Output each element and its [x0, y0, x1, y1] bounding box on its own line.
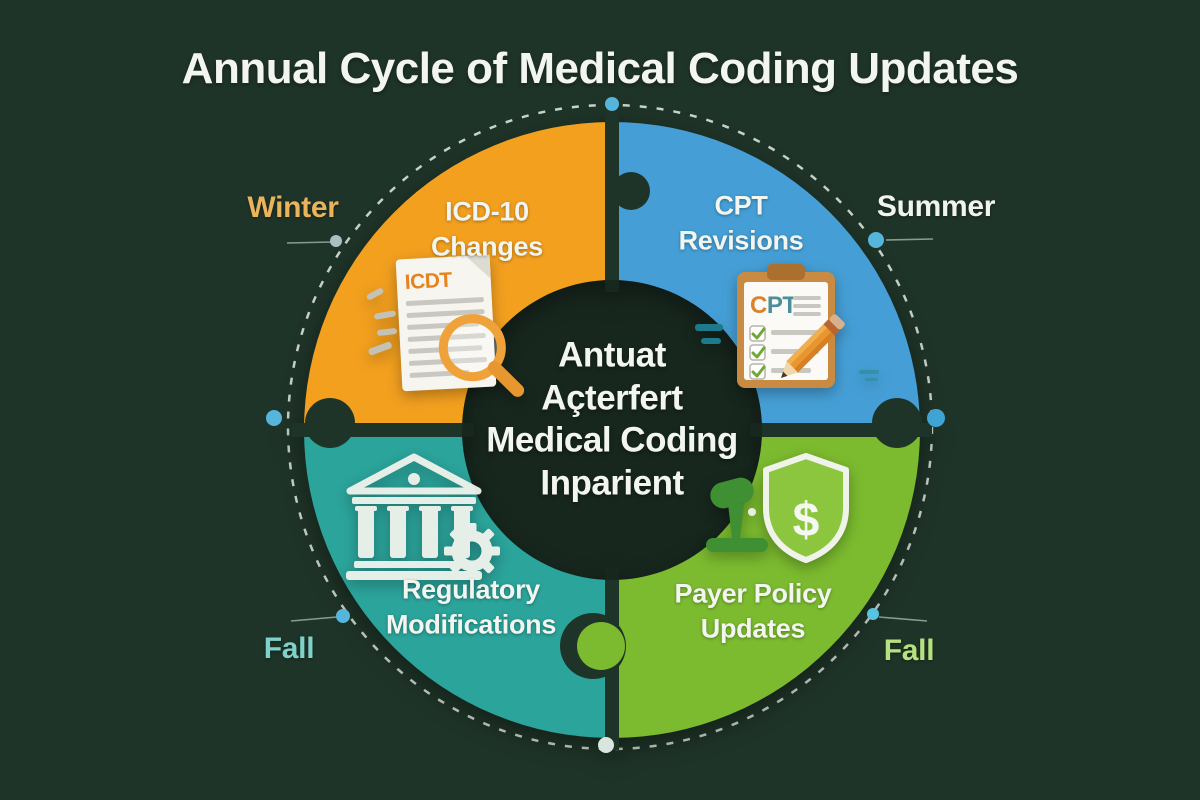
center-line: Açterfert [541, 378, 683, 418]
winter-dot [330, 235, 342, 247]
shield-shape [763, 453, 849, 563]
magnifier-handle [487, 361, 525, 397]
orbit-dot-bottom [598, 737, 614, 753]
quadrant-label-regulatory: Regulatory Modifications [386, 572, 556, 641]
motion-dashes-icon [366, 288, 397, 356]
label-line: Regulatory [401, 574, 541, 605]
puzzle-notch-right [872, 398, 922, 448]
teal-dash [865, 378, 878, 381]
label-line: ICD-10 [445, 196, 529, 227]
clipboard-pencil-icon: CPT [695, 264, 879, 388]
shield-dollar-icon: $ [706, 453, 849, 563]
gear-icon [444, 523, 500, 579]
clipboard-clip [767, 264, 805, 280]
season-label-summer: Summer [876, 190, 996, 223]
bank-pediment [346, 453, 482, 495]
season-label-fall-left: Fall [263, 632, 315, 665]
winter-connector-line [286, 241, 334, 244]
teal-dash [695, 324, 723, 331]
center-line: Antuat [558, 335, 666, 375]
teal-dash [701, 338, 721, 344]
icd-document-label: ICDT [404, 269, 453, 294]
gavel-icon [706, 477, 768, 552]
label-line: CPT [714, 190, 768, 221]
orbit-dot-top [605, 97, 619, 111]
checkboxes [749, 325, 766, 380]
quadrant-label-payer: Payer Policy Updates [674, 576, 831, 645]
orbit-dots [266, 97, 945, 753]
center-title: Antuat Açterfert Medical Coding Inparien… [486, 335, 738, 506]
pencil-icon [781, 314, 845, 378]
magnifier-lens [438, 314, 506, 382]
quadrant-label-cpt: CPT Revisions [679, 188, 804, 257]
center-disc [462, 280, 762, 580]
label-line: Updates [700, 613, 806, 643]
quadrant-label-icd10: ICD-10 Changes [431, 194, 543, 263]
bank-gear-icon [346, 453, 500, 580]
center-line: Inparient [540, 463, 684, 503]
orbit-dot-right [927, 409, 945, 427]
document-magnifier-icon: ICDT [366, 254, 525, 397]
orbit-dot-left [266, 410, 282, 426]
fall-right-dot [867, 608, 879, 620]
label-line: Payer Policy [674, 578, 832, 609]
fall-left-connector-line [290, 616, 338, 622]
summer-connector-line [885, 238, 934, 241]
puzzle-socket-top [612, 172, 650, 210]
folded-corner [465, 254, 491, 279]
ring-piece-regulatory [304, 430, 612, 738]
summer-dot [868, 232, 884, 248]
fall-right-connector-line [878, 616, 928, 622]
center-line: Medical Coding [486, 421, 738, 460]
season-label-fall-right: Fall [883, 634, 935, 667]
label-line: Changes [431, 231, 543, 261]
season-label-winter: Winter [247, 191, 339, 224]
page-title: Annual Cycle of Medical Coding Updates [181, 44, 1019, 93]
dollar-sign: $ [793, 494, 820, 547]
puzzle-notch-left [305, 398, 355, 448]
label-line: Revisions [678, 225, 804, 255]
season-connector-lines [286, 238, 934, 622]
teal-dash [859, 370, 879, 374]
puzzle-knob-bottom [577, 622, 625, 670]
fall-left-dot [336, 609, 350, 623]
label-line: Modifications [385, 609, 557, 639]
cpt-clipboard-label: CPT [750, 292, 797, 319]
bank-columns [355, 506, 473, 558]
